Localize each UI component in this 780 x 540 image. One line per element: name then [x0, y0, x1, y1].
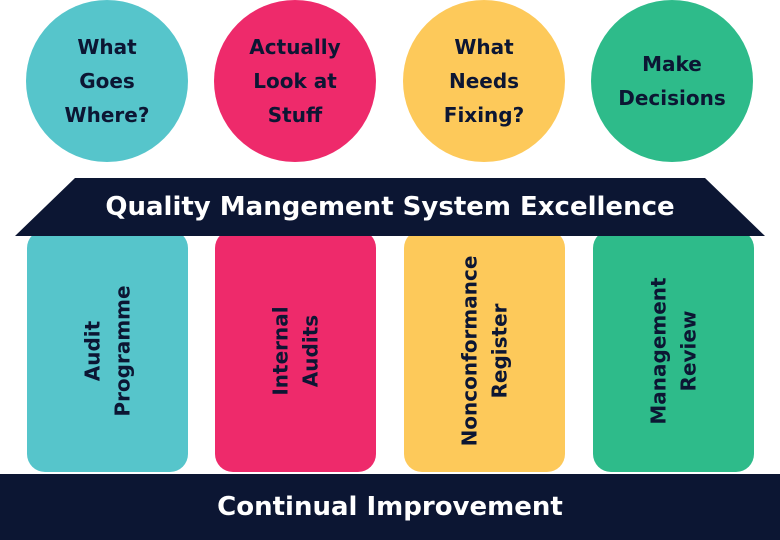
circle-label: Actually Look at Stuff: [249, 35, 341, 127]
roof-shape: [15, 178, 765, 236]
roof-banner: Quality Mangement System Excellence: [0, 178, 780, 236]
pillar-label: Internal Audits: [268, 306, 323, 396]
circle-what-needs-fixing: What Needs Fixing?: [403, 0, 565, 162]
circle-label: What Needs Fixing?: [443, 35, 525, 127]
pillar-label: Nonconformance Register: [457, 255, 512, 447]
circle-what-goes-where: What Goes Where?: [26, 0, 188, 162]
circle-actually-look-at-stuff: Actually Look at Stuff: [214, 0, 376, 162]
base-continual-improvement: Continual Improvement: [0, 474, 780, 540]
pillar-label: Management Review: [646, 277, 701, 425]
pillar-management-review: Management Review: [593, 230, 754, 472]
banner-title: Quality Mangement System Excellence: [105, 192, 675, 222]
pillar-label: Audit Programme: [80, 285, 135, 417]
pillar-internal-audits: Internal Audits: [215, 230, 376, 472]
pillar-audit-programme: Audit Programme: [27, 230, 188, 472]
circle-label: Make Decisions: [618, 52, 726, 110]
circle-make-decisions: Make Decisions: [591, 0, 753, 162]
pillar-nonconformance-register: Nonconformance Register: [404, 230, 565, 472]
circle-label: What Goes Where?: [64, 35, 150, 127]
